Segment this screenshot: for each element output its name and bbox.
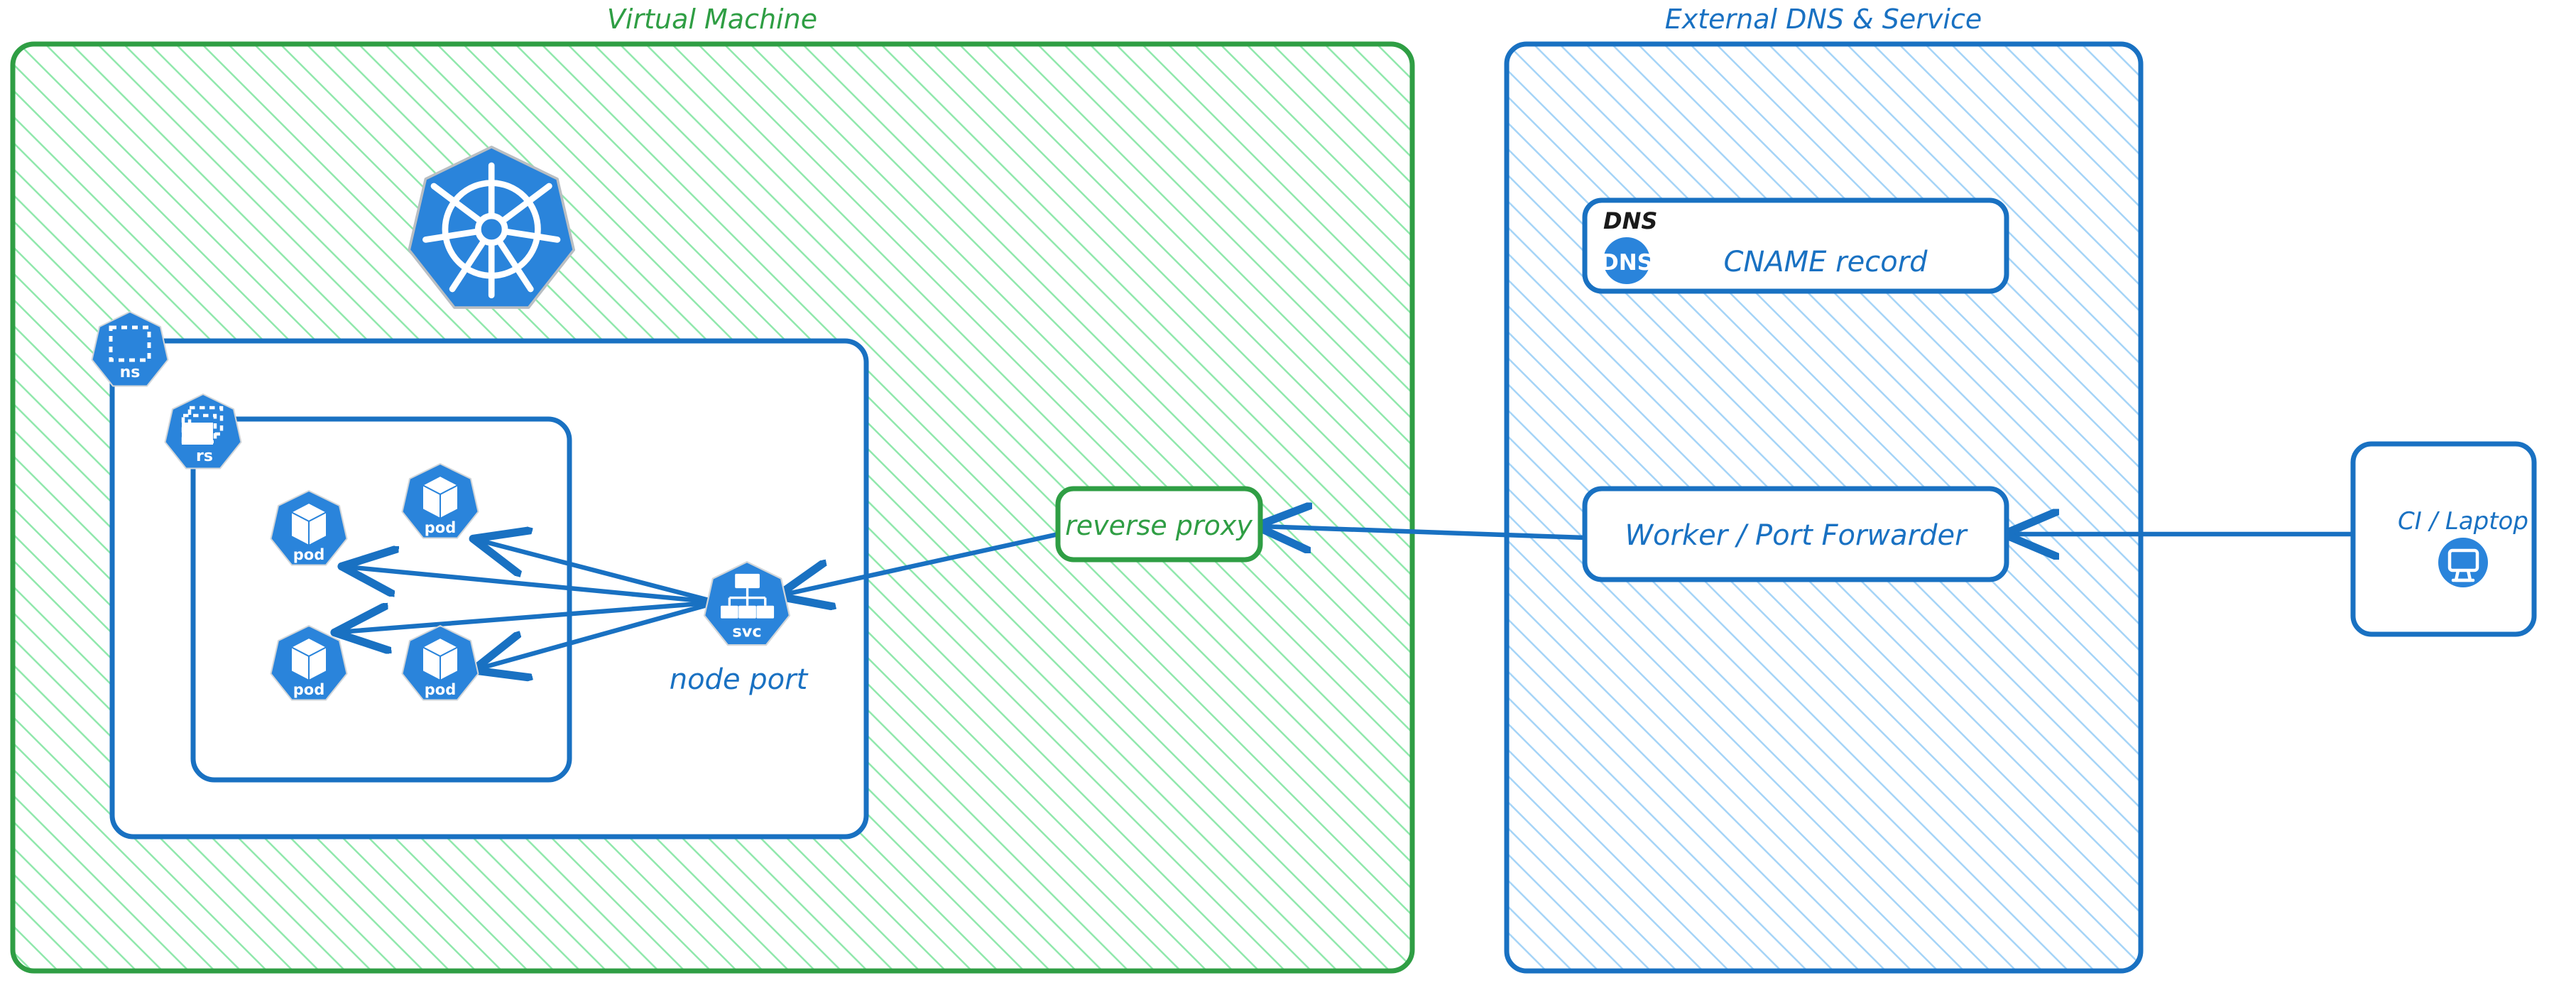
dns-card-box[interactable] (1582, 197, 2009, 294)
desktop-monitor-icon (2438, 538, 2488, 587)
reverse-proxy-box[interactable] (1055, 486, 1263, 563)
worker-card-label: Worker / Port Forwarder (1625, 519, 1968, 552)
kubernetes-service-icon: svc (703, 561, 791, 646)
edge-group-service-to-pods (339, 540, 720, 669)
edge-service-to-pod-1 (346, 567, 720, 605)
kubernetes-logo-icon (408, 146, 576, 309)
replicaset-box (190, 416, 572, 783)
svc-icon-label: svc (732, 622, 761, 641)
pod-icon-2: pod (401, 463, 479, 539)
pod-icon-label-4: pod (425, 681, 457, 698)
edge-service-to-pod-2 (477, 540, 720, 605)
reverse-proxy-node[interactable]: reverse proxy (1055, 486, 1263, 563)
virtual-machine-title: Virtual Machine (607, 4, 817, 35)
ns-icon-label: ns (120, 364, 141, 381)
pod-icon-1: pod (270, 490, 348, 566)
ci-laptop-card[interactable]: CI / Laptop (2350, 441, 2537, 637)
dns-cname-card[interactable]: DNS DNS CNAME record (1582, 197, 2009, 294)
dns-kind-label: DNS (1603, 207, 1657, 234)
dns-card-title: CNAME record (1723, 246, 1928, 278)
pod-icon-label-3: pod (293, 681, 325, 698)
dns-badge-circle (1603, 237, 1650, 284)
edge-worker-to-reverse-proxy (1260, 526, 1588, 538)
dns-badge-text: DNS (1600, 250, 1653, 276)
kubernetes-replicaset-icon: rs (164, 393, 242, 469)
reverse-proxy-label: reverse proxy (1065, 510, 1252, 541)
worker-card-box[interactable] (1582, 486, 2009, 582)
ci-laptop-box[interactable] (2350, 441, 2537, 637)
pod-icon-label-1: pod (293, 546, 325, 563)
rs-icon-label: rs (196, 447, 213, 465)
edge-service-to-pod-3 (339, 599, 720, 632)
pod-icon-3: pod (270, 625, 348, 701)
pod-icon-label-2: pod (425, 519, 457, 536)
worker-port-forwarder-card[interactable]: Worker / Port Forwarder (1582, 486, 2009, 582)
ci-laptop-label: CI / Laptop (2398, 507, 2528, 536)
node-port-caption: node port (670, 663, 809, 696)
edge-service-to-pod-4 (477, 599, 720, 669)
external-dns-service-title: External DNS & Service (1665, 4, 1982, 35)
kubernetes-namespace-icon: ns (91, 311, 169, 387)
pod-icon-4: pod (401, 625, 479, 701)
